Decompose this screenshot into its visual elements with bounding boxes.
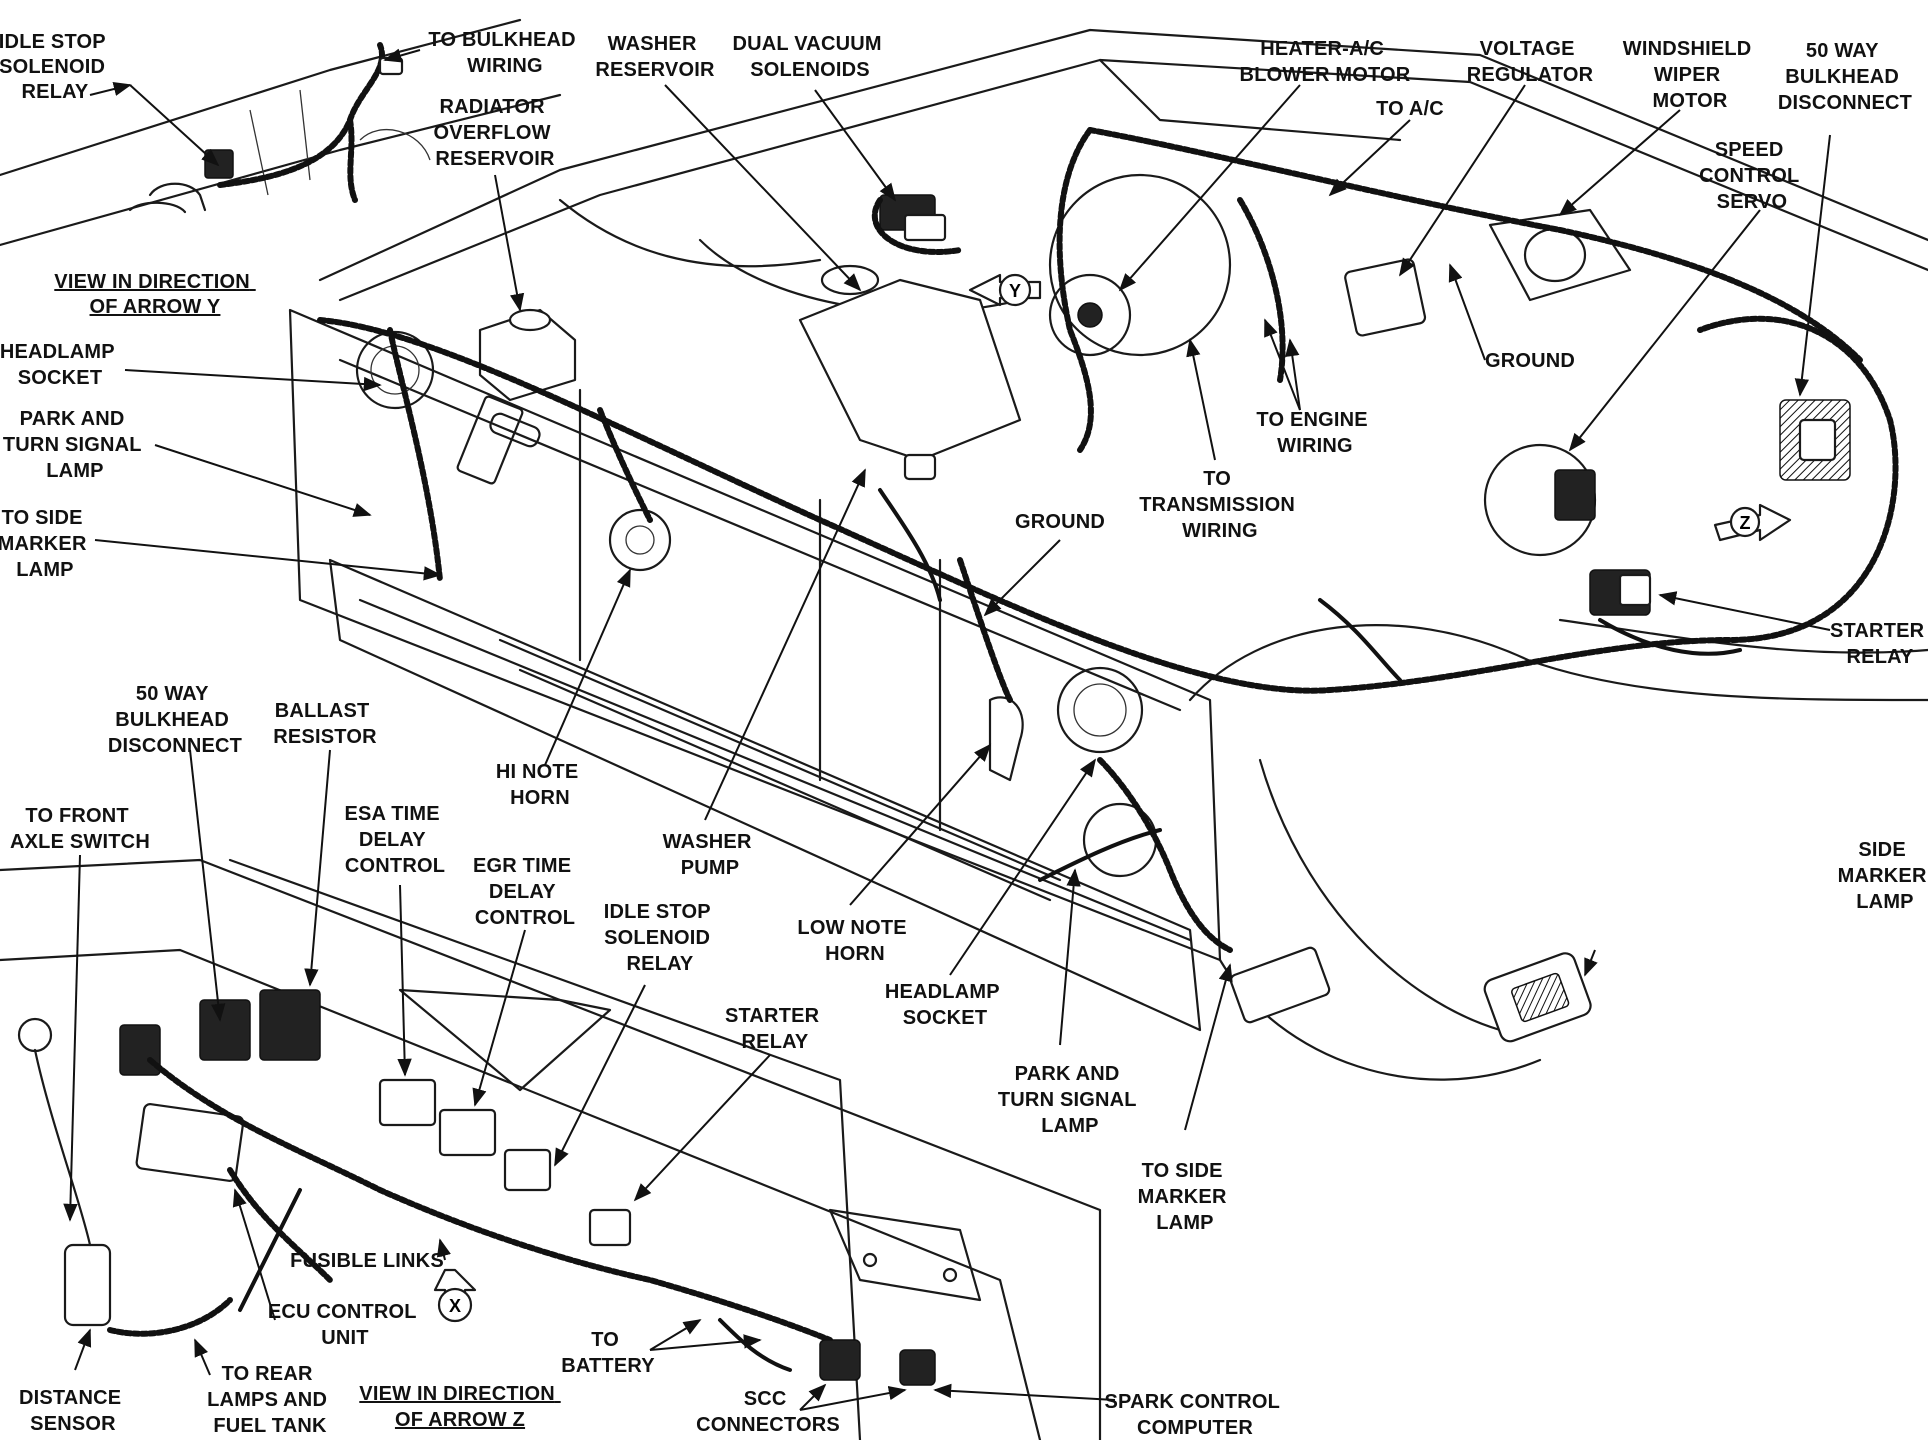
label-view-arrow-y: VIEW IN DIRECTION OF ARROW Y (54, 271, 255, 318)
arrow-x-marker: X (433, 1268, 477, 1323)
label-ballast-resistor: BALLAST RESISTOR (273, 700, 377, 748)
label-idle-stop-relay-bottom: IDLE STOP SOLENOID RELAY (604, 901, 716, 975)
label-low-note-horn: LOW NOTE HORN (797, 917, 912, 965)
idle-stop-relay-shape (204, 149, 234, 179)
label-radiator-overflow: RADIATOR OVERFLOW RESERVOIR (434, 96, 557, 170)
label-park-turn-left: PARK AND TURN SIGNAL LAMP (3, 408, 147, 482)
label-egr-time-delay: EGR TIME DELAY CONTROL (473, 855, 577, 929)
callout-labels: IDLE STOP SOLENOID RELAY TO BULKHEAD WIR… (0, 29, 1928, 1439)
label-starter-relay-bottom: STARTER RELAY (725, 1005, 825, 1053)
label-to-front-axle: TO FRONT AXLE SWITCH (10, 805, 150, 853)
arrow-z-marker: Z (1713, 503, 1792, 542)
arrow-y-letter: Y (1009, 281, 1021, 301)
label-to-ac: TO A/C (1376, 98, 1444, 120)
label-to-side-marker-mid: TO SIDE MARKER LAMP (1138, 1160, 1233, 1234)
arrow-y-marker: Y (968, 273, 1042, 307)
label-headlamp-socket-mid: HEADLAMP SOCKET (885, 981, 1005, 1029)
label-hi-note-horn: HI NOTE HORN (496, 761, 584, 809)
label-starter-relay-right: STARTER RELAY (1830, 620, 1928, 668)
label-park-turn-mid: PARK AND TURN SIGNAL LAMP (998, 1063, 1142, 1137)
label-to-side-marker-left: TO SIDE MARKER LAMP (0, 507, 92, 581)
label-ground-mid: GROUND (1015, 511, 1105, 533)
label-bulkhead-left: 50 WAY BULKHEAD DISCONNECT (108, 683, 242, 757)
washer-reservoir-shape (798, 278, 1022, 462)
label-wiper-motor: WINDSHIELD WIPER MOTOR (1623, 38, 1757, 112)
blower-motor-shape (1048, 173, 1232, 357)
label-to-transmission: TO TRANSMISSION WIRING (1139, 468, 1301, 542)
label-bulkhead-right: 50 WAY BULKHEAD DISCONNECT (1778, 40, 1912, 114)
label-ground-top: GROUND (1485, 350, 1575, 372)
label-to-engine-wiring: TO ENGINE WIRING (1256, 409, 1373, 457)
label-to-battery: TO BATTERY (561, 1329, 655, 1377)
label-washer-pump: WASHER PUMP (663, 831, 758, 879)
label-view-arrow-z: VIEW IN DIRECTION OF ARROW Z (359, 1383, 560, 1431)
label-speed-control-servo: SPEED CONTROL SERVO (1699, 139, 1805, 213)
label-to-rear-lamps: TO REAR LAMPS AND FUEL TANK (207, 1363, 333, 1437)
label-dual-vacuum-solenoids: DUAL VACUUM SOLENOIDS (733, 33, 888, 81)
label-side-marker-right: SIDE MARKER LAMP (1838, 839, 1928, 913)
label-voltage-regulator: VOLTAGE REGULATOR (1467, 38, 1594, 86)
ecu-shape (135, 1103, 245, 1182)
label-blower-motor: HEATER-A/C BLOWER MOTOR (1240, 38, 1411, 86)
hi-note-horn-shape (608, 508, 672, 572)
label-idle-stop-relay-top: IDLE STOP SOLENOID RELAY (0, 31, 111, 103)
label-scc-connectors: SCC CONNECTORS (696, 1388, 840, 1436)
label-spark-control-computer: SPARK CONTROL COMPUTER (1105, 1391, 1286, 1439)
label-ecu-control-unit: ECU CONTROL UNIT (268, 1301, 422, 1349)
label-to-bulkhead-wiring: TO BULKHEAD WIRING (428, 29, 581, 77)
label-washer-reservoir: WASHER RESERVOIR (595, 33, 715, 81)
label-fusible-links: FUSIBLE LINKS (290, 1250, 444, 1272)
distance-sensor-shape (63, 1243, 112, 1327)
voltage-regulator-shape (1344, 258, 1427, 337)
inset-view-z: X (0, 858, 1102, 1440)
arrow-x-letter: X (449, 1296, 461, 1316)
leader-lines (63, 48, 1831, 1411)
label-distance-sensor: DISTANCE SENSOR (19, 1387, 127, 1435)
arrow-z-letter: Z (1740, 513, 1751, 533)
label-headlamp-socket-left: HEADLAMP SOCKET (0, 341, 120, 389)
low-note-horn-shape (988, 696, 1024, 782)
label-esa-time-delay: ESA TIME DELAY CONTROL (344, 803, 445, 877)
engine-compartment: Y Z (288, 28, 1928, 1081)
